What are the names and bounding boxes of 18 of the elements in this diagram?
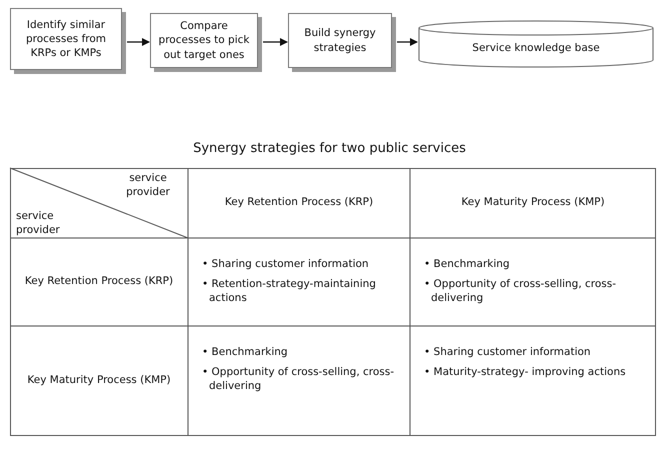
bullet-item: • Benchmarking: [202, 346, 289, 360]
bullet-item: • Sharing customer information: [202, 258, 370, 272]
bullet-item: • Opportunity of cross-selling, cross-delivering: [424, 278, 618, 306]
row-header: service provider: [16, 210, 61, 238]
bullet-item: • Opportunity of cross-selling, cross-delivering: [202, 366, 396, 394]
row-header: Key Retention Process (KRP): [24, 275, 174, 289]
table-title: Synergy strategies for two public services: [192, 141, 467, 156]
column-header: Key Retention Process (KRP): [224, 196, 374, 210]
bullet-item: • Retention-strategy-maintaining actions: [202, 278, 377, 306]
arrow: [397, 38, 418, 46]
column-header: service provider: [125, 172, 171, 200]
arrow: [127, 38, 150, 46]
row-header: Key Maturity Process (KMP): [26, 374, 172, 388]
bullet-item: • Maturity-strategy- improving actions: [424, 366, 627, 380]
column-header: Key Maturity Process (KMP): [460, 196, 606, 210]
bullet-item: • Benchmarking: [424, 258, 511, 272]
arrow: [263, 38, 288, 46]
bullet-item: • Sharing customer information: [424, 346, 592, 360]
